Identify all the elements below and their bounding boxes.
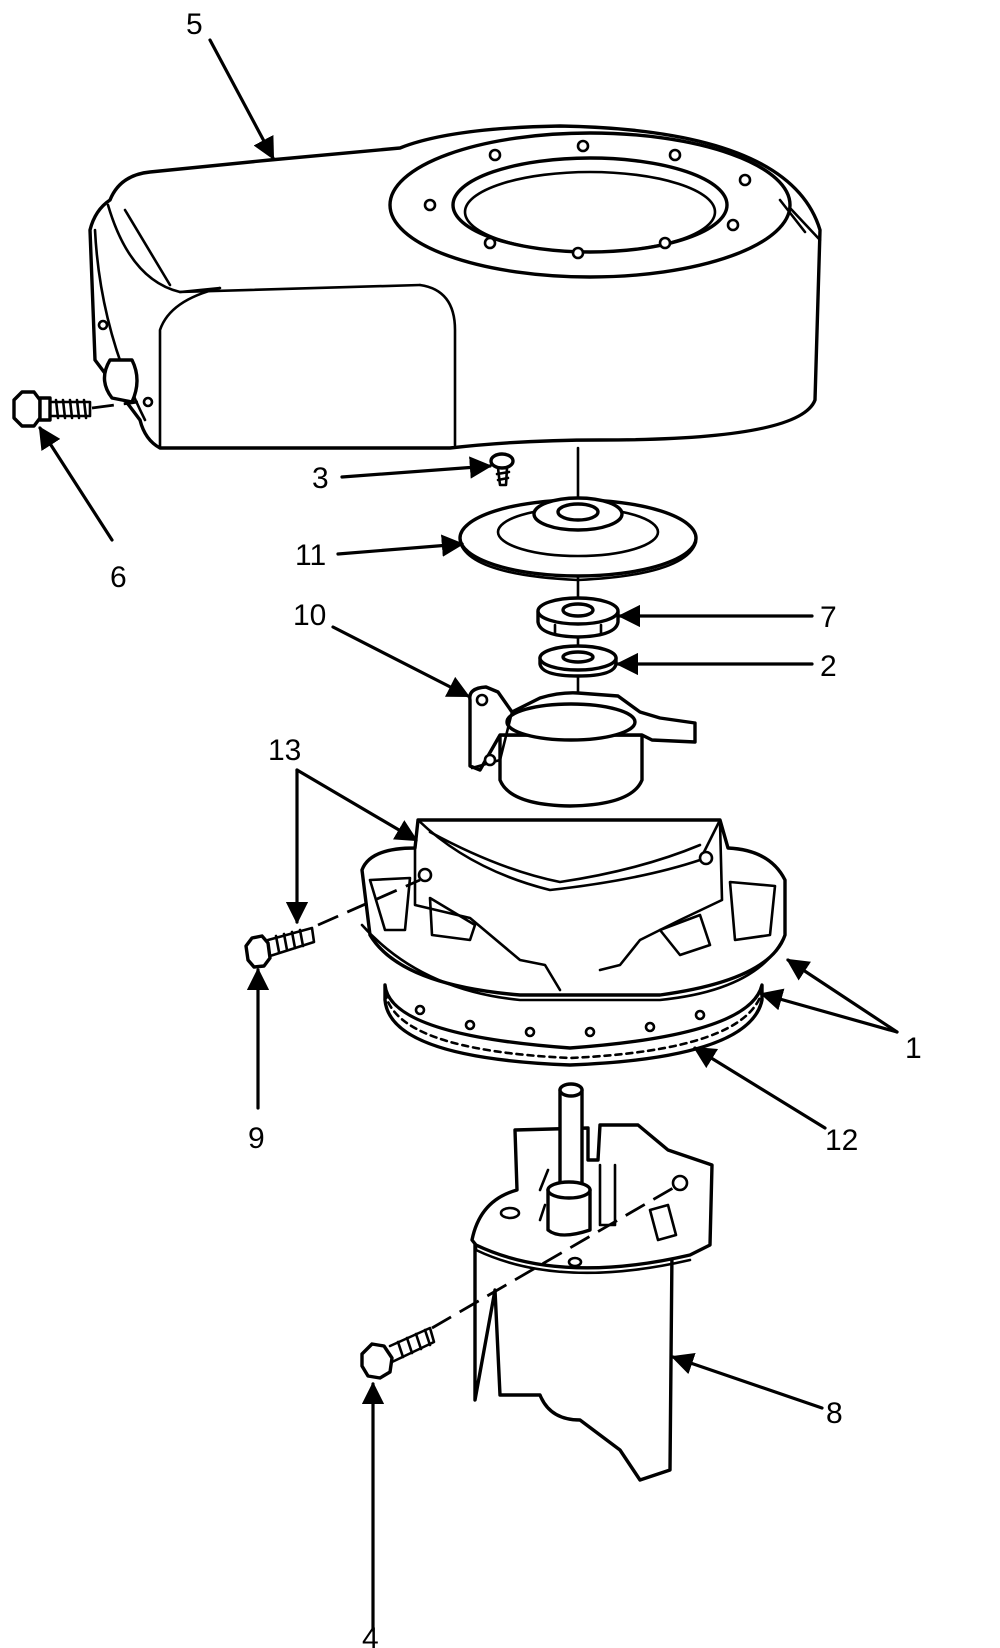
screw-3 [489,452,515,487]
callout-3: 3 [312,462,329,495]
leader-13b [295,768,418,842]
leader-11 [336,534,465,557]
callout-12: 12 [825,1124,858,1157]
callout-6: 6 [110,561,127,594]
hex-bolt-4 [360,1326,436,1380]
callout-5: 5 [186,8,203,41]
callout-2: 2 [820,650,837,683]
callout-labels: 5 6 3 11 10 7 2 13 1 9 12 8 4 [110,8,922,1648]
callout-1: 1 [905,1032,922,1065]
leader-5 [208,38,275,160]
callout-4: 4 [362,1622,379,1648]
leader-6 [38,426,114,542]
leader-8 [670,1352,824,1410]
spring-bracket-10 [468,685,697,808]
starter-cover-1 [317,818,787,1002]
leader-3 [340,456,493,479]
leader-1a [786,958,899,1034]
blower-housing [88,124,822,450]
pulley-cup-11 [458,496,698,582]
leader-lines [38,38,899,1632]
starter-motor-8 [431,1082,714,1482]
hex-bolt-9 [244,926,316,969]
callout-13: 13 [268,734,301,767]
leader-10 [331,625,470,698]
callout-8: 8 [826,1397,843,1430]
callout-9: 9 [248,1122,265,1155]
leader-12 [693,1046,827,1130]
callout-11: 11 [295,539,326,572]
nut-7 [536,596,620,639]
hex-bolt-6 [12,390,139,428]
callout-7: 7 [820,601,837,634]
washer-2 [538,644,618,678]
leader-1b [759,988,899,1034]
callout-10: 10 [293,599,326,632]
